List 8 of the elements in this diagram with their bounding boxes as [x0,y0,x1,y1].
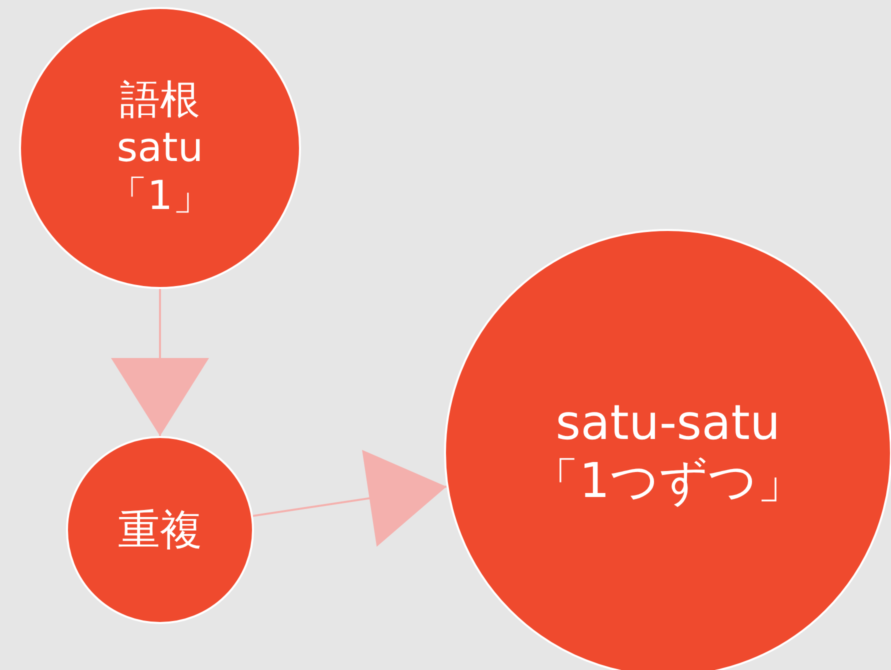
arrow [111,289,209,436]
node-label: satu-satu [556,395,780,453]
arrow [252,450,447,547]
node-label: 重複 [118,504,202,556]
node-label: 「1」 [107,172,213,220]
node-label: satu [116,124,204,172]
node-label: 「1つずつ」 [531,453,805,511]
node-label: 語根 [120,76,200,124]
